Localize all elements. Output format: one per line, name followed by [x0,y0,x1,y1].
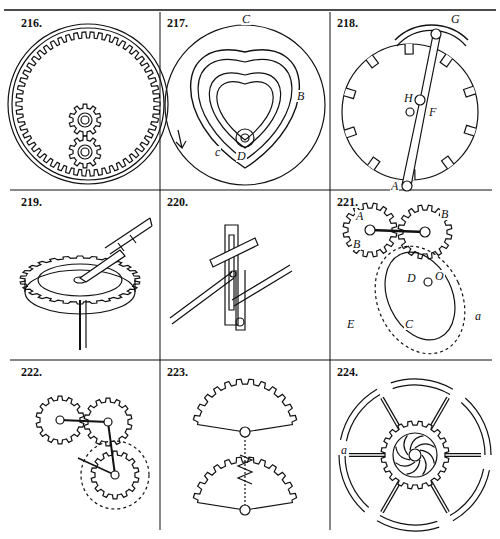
gear-stroke [346,131,355,134]
gear-stroke [443,454,481,456]
gear-stroke [440,54,452,67]
gear-stroke [349,453,387,457]
broken-ring-224 [339,379,491,531]
gear-stroke [69,104,100,136]
gear-stroke [396,447,410,460]
figure-number: 218. [336,17,359,29]
gear-stroke [420,450,434,463]
slotted-links-220 [170,225,292,330]
gear-stroke [445,158,451,166]
part-letter: D [406,272,417,284]
gear-stroke [407,460,420,474]
gear-stroke [415,444,435,448]
heart-cam-217 [165,25,325,185]
part-letter: B [440,208,449,220]
part-letter: c [214,146,221,158]
gear-stroke [465,90,474,93]
figure-number: 224. [336,366,359,378]
gear-stroke [368,157,380,170]
gear-stroke [391,379,453,389]
figure-number: 223. [166,366,189,378]
figure-number: 220. [166,196,189,208]
gear-stroke [442,156,454,169]
gear-stroke [366,55,378,68]
gear-stroke [404,435,408,455]
gear-stroke [395,462,415,466]
part-letter: F [428,106,437,118]
gear-stroke [69,136,100,168]
figure-number: 221. [336,196,359,208]
gear-stroke [410,436,423,450]
gear-stroke [349,454,387,456]
gear-stroke [443,56,449,64]
figure-number: 222. [20,366,43,378]
slotted-wheel-218 [342,25,478,191]
gear-stroke [393,385,450,394]
gear-stroke [422,455,426,475]
panel-grid [4,10,496,530]
gear-stroke [453,470,490,521]
gear-stroke [465,129,475,132]
gear-stroke [461,403,485,456]
gear-stroke [38,264,122,296]
part-letter: a [474,310,482,322]
part-letter: H [403,92,414,104]
part-letter: C [241,13,251,25]
gear-stroke [406,108,414,116]
part-letter: C [404,318,414,330]
gear-stroke [339,455,365,512]
part-letter: G [450,13,461,25]
gear-stroke [464,86,476,97]
gear-stroke [341,389,378,440]
gear-stroke [193,379,296,432]
figure-number: 216. [20,17,43,29]
part-letter: B [352,238,361,250]
figure-number: 219. [20,196,43,208]
gear-stroke [377,521,439,531]
gear-stroke [381,421,449,489]
gear-stroke [344,88,356,99]
gear-train-222 [36,396,149,509]
part-letter: D [236,150,247,162]
gear-stroke [464,125,476,136]
gear-stroke [371,159,377,167]
gear-stroke [346,394,380,441]
gear-stroke [405,44,413,54]
gear-stroke [345,92,355,95]
gear-stroke [344,127,356,138]
part-letter: A [390,180,399,192]
gear-stroke [450,469,484,516]
gear-stroke [16,32,160,176]
gear-stroke [369,58,375,66]
part-letter: a [340,444,348,456]
gear-stroke [443,453,481,457]
internal-gear-216 [8,24,168,184]
part-letter: E [346,318,355,330]
figure-number: 217. [166,17,189,29]
sector-gears-223 [193,379,296,515]
gear-stroke [405,44,413,54]
gear-stroke [345,455,369,508]
ratchet-219 [20,218,152,350]
gear-stroke [380,516,437,525]
elliptic-gears-221 [343,203,482,368]
gear-stroke [465,398,491,455]
part-letter: O [434,270,445,282]
gear-stroke [91,451,139,499]
part-letter: A [355,210,364,222]
part-letter: B [296,90,305,102]
gear-stroke [20,256,140,304]
